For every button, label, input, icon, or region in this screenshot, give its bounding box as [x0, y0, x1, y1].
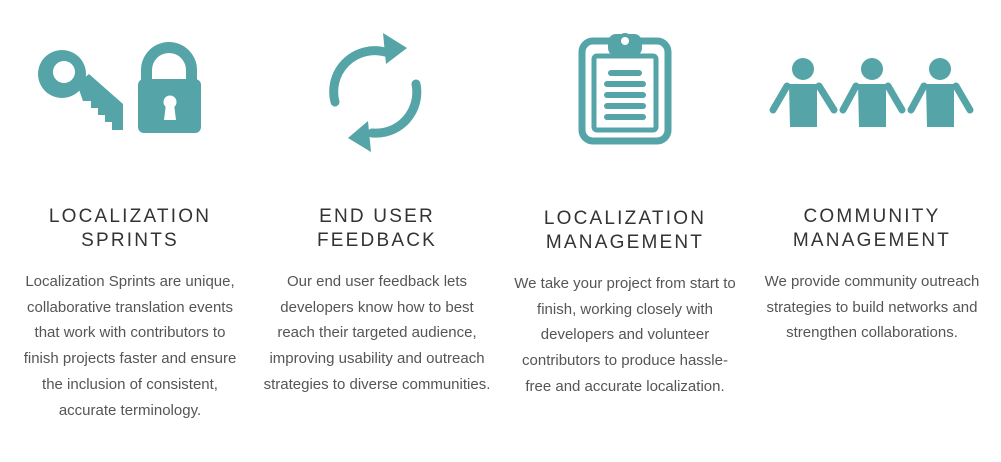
people-group-icon	[757, 0, 987, 190]
feature-community-management: COMMUNITY MANAGEMENT We provide communit…	[757, 0, 987, 462]
feature-description: Localization Sprints are unique, collabo…	[23, 273, 237, 419]
feature-title: COMMUNITY MANAGEMENT	[792, 206, 952, 251]
feature-end-user-feedback: END USER FEEDBACK Our end user feedback …	[262, 0, 492, 462]
feature-title: LOCALIZATION MANAGEMENT	[543, 208, 707, 253]
feature-title: LOCALIZATION SPRINTS	[48, 206, 212, 251]
clipboard-icon	[510, 0, 740, 190]
key-lock-icon	[15, 0, 245, 190]
feature-description: We take your project from start to finis…	[514, 275, 736, 395]
feature-localization-sprints: LOCALIZATION SPRINTS Localization Sprint…	[15, 0, 245, 462]
feature-description: We provide community outreach strategies…	[764, 273, 980, 342]
feature-description: Our end user feedback lets developers kn…	[263, 273, 491, 393]
feature-title: END USER FEEDBACK	[316, 206, 437, 251]
feature-localization-management: LOCALIZATION MANAGEMENT We take your pro…	[510, 0, 740, 462]
refresh-cycle-icon	[262, 0, 492, 190]
